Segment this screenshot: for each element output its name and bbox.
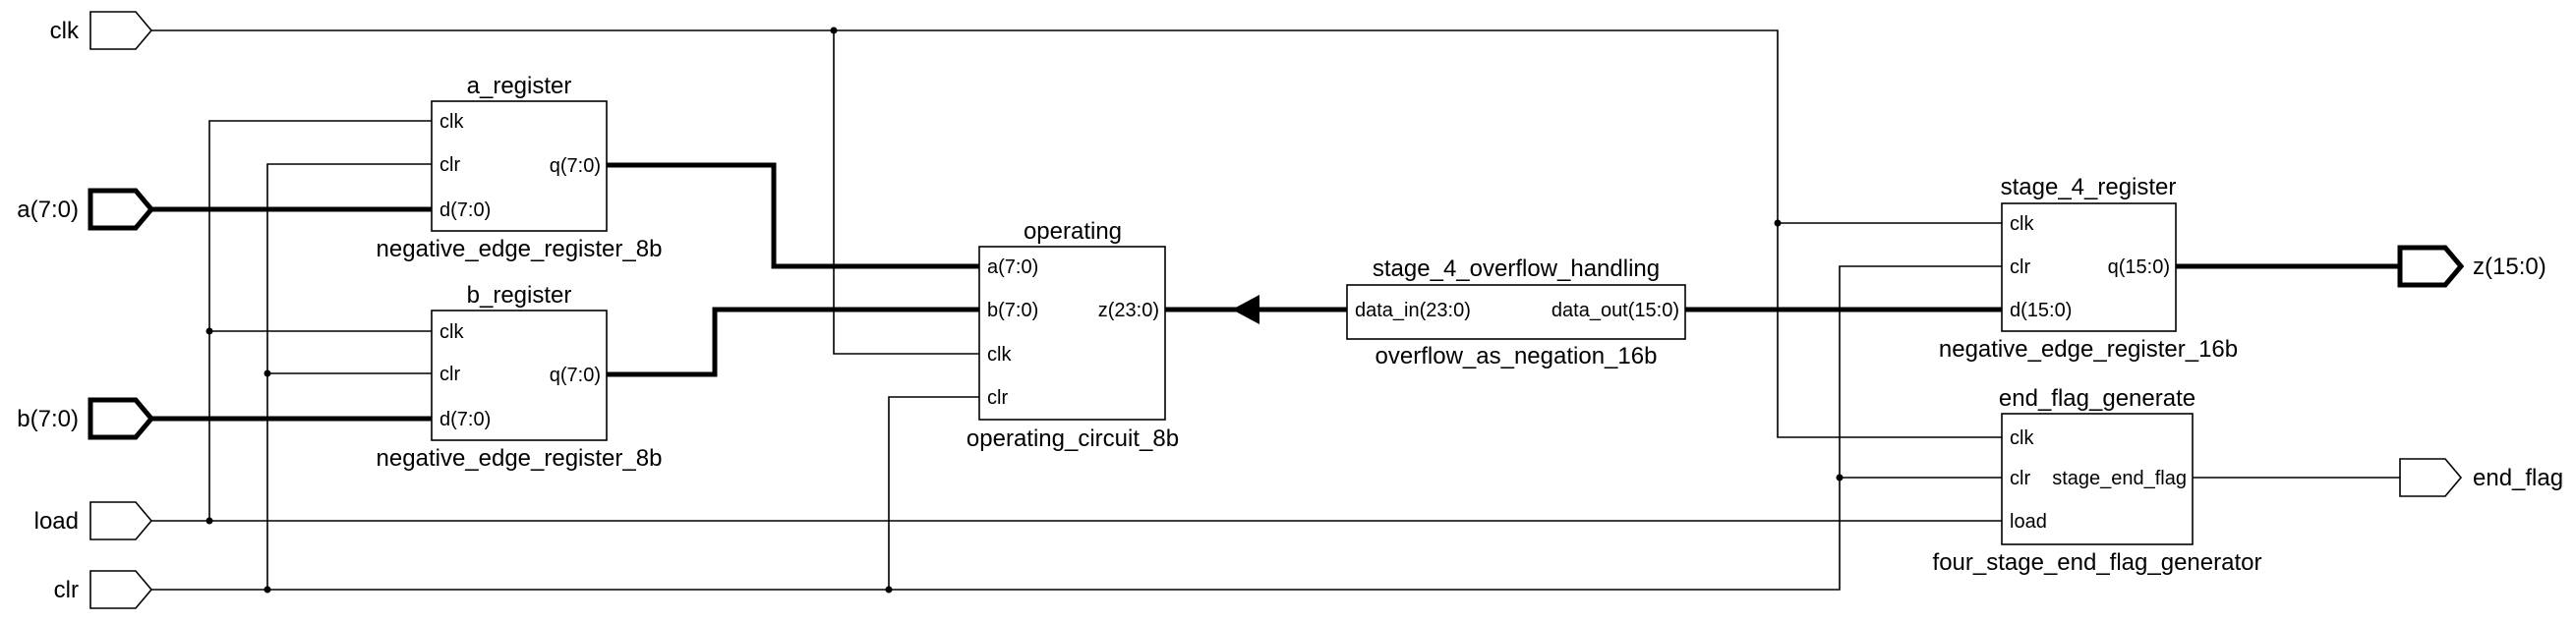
junction-dot [885, 586, 893, 594]
block-title: end_flag_generate [1999, 385, 2195, 412]
pin-load: load [2010, 511, 2047, 533]
block-box [1346, 284, 1686, 340]
port-label: a(7:0) [17, 197, 79, 223]
input-bus-port-icon [88, 397, 155, 440]
bus-b-register-q [607, 307, 979, 377]
pin-clr: clr [987, 387, 1008, 409]
bus-a-register-q [607, 162, 979, 269]
pin-data-in: data_in(23:0) [1355, 300, 1471, 321]
block-type: negative_edge_register_8b [377, 445, 663, 472]
pin-d: d(7:0) [439, 409, 491, 430]
block-title: b_register [467, 282, 572, 309]
pin-clr: clr [2010, 256, 2030, 278]
pin-clk: clk [439, 321, 464, 343]
wire-load-to-a-register-clk [208, 120, 432, 521]
input-port-icon [89, 570, 153, 609]
pin-clr: clr [2010, 468, 2030, 489]
block-a-register[interactable]: a_register clk clr d(7:0) q(7:0) negativ… [377, 73, 663, 262]
pin-q: q(7:0) [550, 155, 601, 177]
port-label: b(7:0) [17, 406, 79, 432]
junctions [205, 27, 1844, 594]
pin-z: z(23:0) [1098, 300, 1159, 321]
junction-dot [205, 517, 213, 525]
block-type: operating_circuit_8b [966, 425, 1179, 452]
port-clk[interactable]: clk [50, 11, 153, 50]
port-label: load [34, 508, 79, 535]
block-box [2001, 202, 2177, 332]
pin-d: d(7:0) [439, 199, 491, 221]
block-operating[interactable]: operating a(7:0) b(7:0) clk clr z(23:0) … [966, 218, 1179, 452]
wire-clr-main [151, 265, 2002, 591]
output-bus-port-icon [2397, 245, 2465, 288]
port-label: clk [50, 18, 80, 44]
block-title: a_register [467, 73, 572, 99]
block-box [2001, 413, 2194, 545]
junction-dot [263, 586, 271, 594]
port-label: clr [54, 577, 79, 603]
pin-b: b(7:0) [987, 300, 1038, 321]
port-b[interactable]: b(7:0) [17, 397, 155, 440]
port-load[interactable]: load [34, 501, 153, 540]
block-type: negative_edge_register_16b [1939, 336, 2238, 363]
wire-clr-to-a-register [266, 163, 432, 590]
block-type: four_stage_end_flag_generator [1933, 549, 2262, 576]
port-z[interactable]: z(15:0) [2397, 245, 2547, 288]
pin-q: q(15:0) [2108, 256, 2170, 278]
pin-clk: clk [2010, 427, 2034, 449]
block-box [431, 310, 608, 441]
block-end-flag-generate[interactable]: end_flag_generate clk clr load stage_end… [1933, 385, 2262, 576]
bus-arrow-left-icon [1232, 295, 1259, 324]
block-type: negative_edge_register_8b [377, 236, 663, 262]
pin-data-out: data_out(15:0) [1551, 300, 1679, 321]
junction-dot [830, 27, 838, 34]
pin-clk: clk [2010, 213, 2034, 235]
input-bus-port-icon [88, 188, 155, 231]
block-box [431, 100, 608, 232]
block-type: overflow_as_negation_16b [1376, 343, 1658, 369]
wire-clr-to-operating [888, 396, 979, 590]
block-title: stage_4_overflow_handling [1373, 255, 1660, 282]
junction-dot [205, 327, 213, 335]
input-port-icon [89, 501, 153, 540]
port-end-flag[interactable]: end_flag [2399, 458, 2563, 497]
wire-clk-main [151, 29, 2002, 438]
block-b-register[interactable]: b_register clk clr d(7:0) q(7:0) negativ… [377, 282, 663, 472]
port-label: end_flag [2473, 465, 2563, 491]
junction-dot [1836, 474, 1844, 481]
block-title: stage_4_register [2001, 174, 2177, 200]
port-label: z(15:0) [2473, 254, 2547, 280]
pin-clr: clr [439, 154, 460, 176]
output-port-icon [2399, 458, 2463, 497]
pin-clk: clk [439, 111, 464, 133]
junction-dot [263, 369, 271, 377]
block-stage-4-overflow-handling[interactable]: stage_4_overflow_handling data_in(23:0) … [1346, 255, 1686, 369]
junction-dot [1774, 219, 1782, 227]
block-stage-4-register[interactable]: stage_4_register clk clr d(15:0) q(15:0)… [1939, 174, 2238, 363]
pin-d: d(15:0) [2010, 300, 2072, 321]
pin-stage-end-flag: stage_end_flag [2052, 468, 2187, 489]
port-a[interactable]: a(7:0) [17, 188, 155, 231]
port-clr[interactable]: clr [54, 570, 153, 609]
input-port-icon [89, 11, 153, 50]
block-title: operating [1024, 218, 1122, 245]
pin-q: q(7:0) [550, 365, 601, 386]
block-box [978, 246, 1166, 421]
wire-clk-to-operating [833, 30, 979, 355]
pin-a: a(7:0) [987, 256, 1038, 278]
pin-clk: clk [987, 344, 1012, 366]
pin-clr: clr [439, 364, 460, 385]
